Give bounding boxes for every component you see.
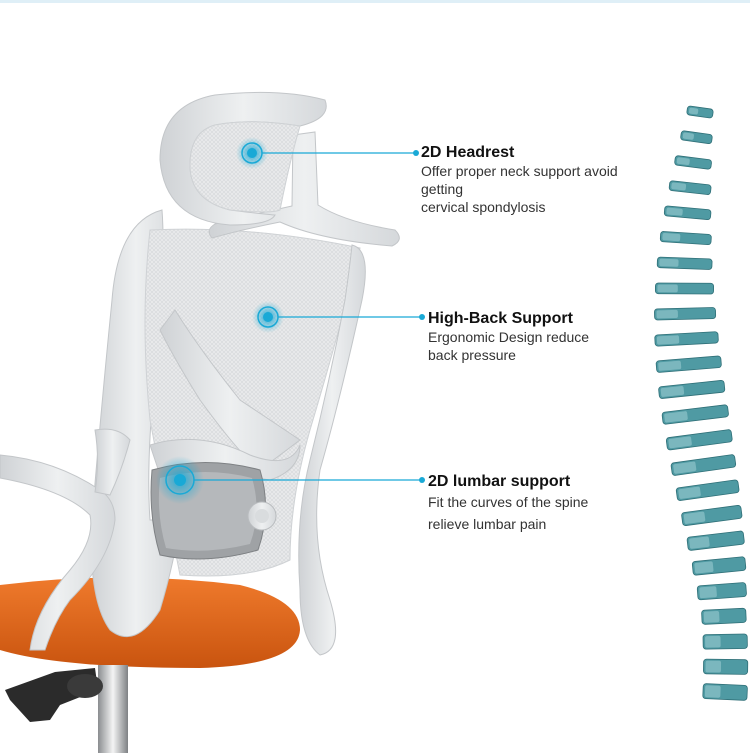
vertebra-highlight: [699, 586, 717, 599]
spine-illustration: [654, 105, 749, 701]
callout-description-line: cervical spondylosis: [421, 199, 546, 215]
vertebra-highlight: [689, 536, 710, 549]
callout-high-back: High-Back Support Ergonomic Design reduc…: [428, 309, 648, 364]
callout-description-line: Offer proper neck support avoid: [421, 163, 618, 179]
callout-lumbar: 2D lumbar support Fit the curves of the …: [428, 472, 658, 535]
vertebra-highlight: [662, 233, 681, 242]
vertebra-highlight: [694, 561, 714, 574]
vertebra-highlight: [676, 157, 690, 166]
vertebra-highlight: [666, 207, 683, 216]
gas-lift: [98, 665, 128, 753]
callout-headrest: 2D Headrest Offer proper neck support av…: [421, 143, 671, 216]
callout-description-line: back pressure: [428, 347, 516, 363]
vertebra-highlight: [659, 258, 679, 267]
x-brace: [159, 309, 301, 471]
vertebra-highlight: [688, 107, 699, 115]
top-band: [0, 0, 750, 3]
vertebra-highlight: [678, 486, 701, 499]
target-icon: [252, 301, 284, 333]
callout-description-line: getting: [421, 181, 464, 197]
callout-title: 2D lumbar support: [428, 473, 571, 490]
vertebra-highlight: [704, 685, 721, 698]
target-icon: [236, 137, 268, 169]
vertebra-highlight: [668, 436, 692, 449]
vertebra-highlight: [658, 360, 682, 371]
vertebra-highlight: [656, 309, 678, 319]
vertebra-highlight: [703, 611, 720, 623]
callout-description-line: Ergonomic Design reduce: [428, 329, 590, 345]
vertebra-highlight: [705, 660, 722, 673]
vertebra-highlight: [682, 132, 694, 140]
vertebra-highlight: [705, 635, 721, 648]
callout-description-line: Fit the curves of the spine: [428, 494, 589, 510]
vertebra-highlight: [656, 335, 680, 345]
callout-title: High-Back Support: [428, 310, 573, 327]
vertebra-highlight: [660, 386, 685, 397]
callout-title: 2D Headrest: [421, 144, 515, 161]
back-frame-right: [298, 244, 366, 656]
callout-description-line: relieve lumbar pain: [428, 516, 547, 532]
vertebra-highlight: [683, 511, 706, 524]
vertebra-highlight: [657, 284, 678, 293]
vertebra-highlight: [673, 461, 697, 474]
vertebra-highlight: [671, 182, 687, 191]
vertebra-highlight: [664, 411, 688, 423]
